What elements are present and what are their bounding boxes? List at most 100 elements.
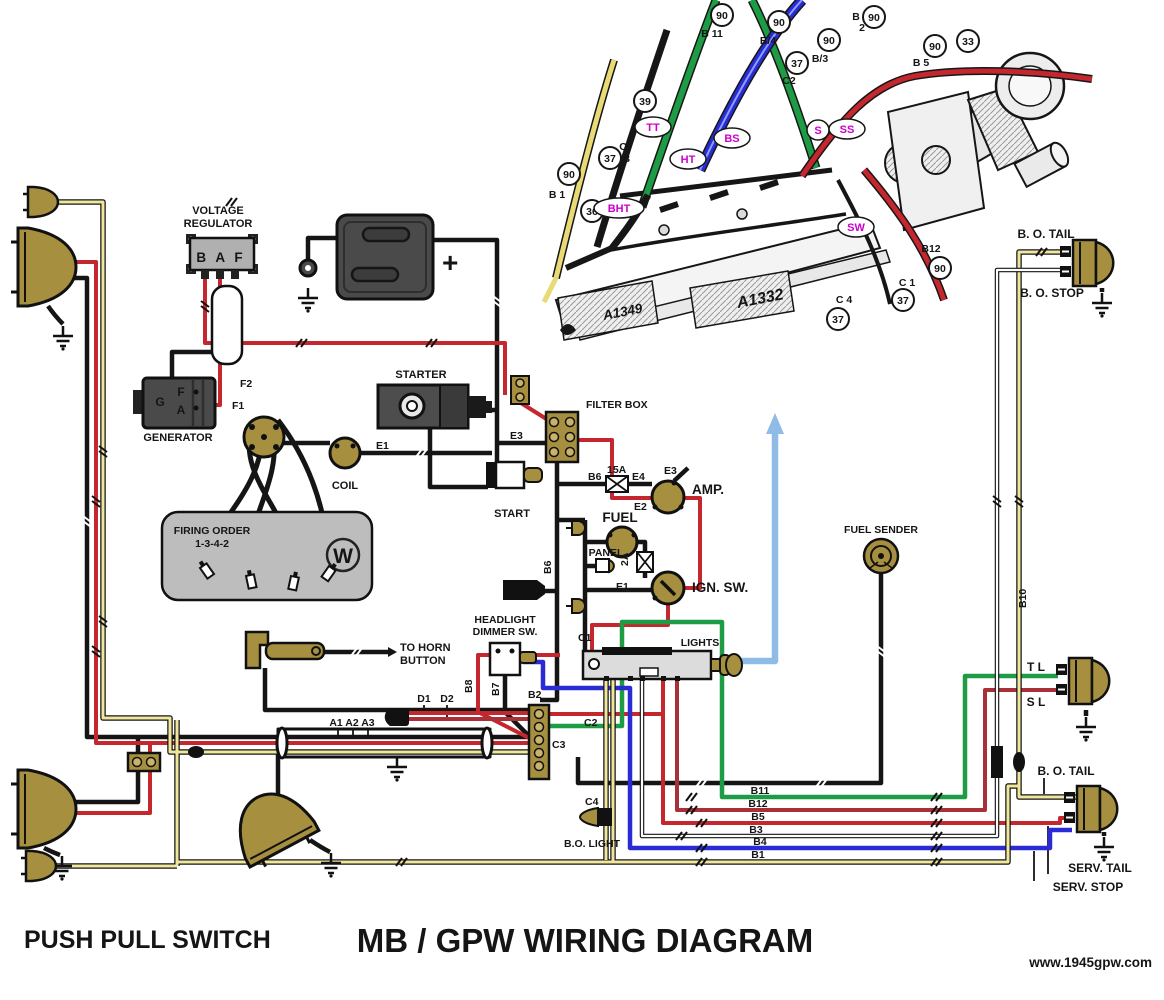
label-firing-order-2: 1-3-4-2 <box>195 538 229 550</box>
horn <box>244 630 326 670</box>
wire-tag-3: 3 <box>624 153 630 165</box>
callout-37: 37 <box>598 146 622 170</box>
label-gen-f: F <box>177 385 184 399</box>
label-start: START <box>494 508 530 520</box>
label-generator: GENERATOR <box>143 432 212 444</box>
steering-column-illustration: A1349 A1332 <box>541 0 1093 341</box>
components: W <box>9 185 1119 883</box>
headlight-left <box>9 226 78 308</box>
wire-tag-C1: C 1 <box>899 277 916 289</box>
label-firing-order: FIRING ORDER <box>174 525 251 537</box>
label-gen-a: A <box>177 403 186 417</box>
titles: PUSH PULL SWITCH MB / GPW WIRING DIAGRAM… <box>24 922 1152 970</box>
junction-block <box>126 751 162 773</box>
label-e4: E4 <box>632 471 645 483</box>
connector-tag-BHT: BHT <box>593 197 645 219</box>
wire-tag-B3: B/3 <box>812 53 829 65</box>
connector-tag-SW: SW <box>837 216 875 238</box>
connector-tag-BS: BS <box>713 127 751 149</box>
fuse-2a <box>636 551 654 573</box>
callout-39: 39 <box>633 89 657 113</box>
wiring-loom <box>210 284 244 366</box>
label-b5: B5 <box>751 811 765 823</box>
label-bo-tail-top: B. O. TAIL <box>1017 227 1074 241</box>
wire-tag-C4: C 4 <box>836 294 853 306</box>
label-a1-a2-a3: A1 A2 A3 <box>329 717 374 729</box>
label-headlight-dimmer: HEADLIGHT <box>474 614 536 626</box>
label-to-horn-2: BUTTON <box>400 655 446 667</box>
label-tl: T L <box>1027 660 1045 674</box>
callout-number: 37 <box>604 153 616 165</box>
label-b2: B2 <box>528 689 542 701</box>
wire-tag-B11: B 11 <box>701 28 723 40</box>
label-e1-coil: E1 <box>376 440 389 452</box>
connector-tag-HT: HT <box>669 148 707 170</box>
wire-tag-C2: C2 <box>782 75 796 87</box>
connector-tag-text: S <box>814 125 821 137</box>
blackout-driving-light <box>578 806 612 828</box>
label-b12: B12 <box>748 798 767 810</box>
coil <box>328 436 362 470</box>
callout-33: 33 <box>956 29 980 53</box>
label-e3-amp: E3 <box>664 465 677 477</box>
callout-37: 37 <box>785 51 809 75</box>
voltage-regulator <box>186 234 258 279</box>
label-battery-plus: + <box>442 247 458 278</box>
label-fuel: FUEL <box>602 510 637 525</box>
callout-90: 90 <box>923 34 947 58</box>
wire-tag-B1: B 1 <box>549 189 566 201</box>
starter-foot-switch <box>486 460 543 490</box>
bo-tail-stop-light-left <box>1058 238 1115 288</box>
labels: VOLTAGE REGULATOR B A F GENERATOR G F A … <box>143 205 1132 894</box>
callout-number: 37 <box>791 58 803 70</box>
label-lights: LIGHTS <box>681 637 720 649</box>
label-headlight-dimmer-2: DIMMER SW. <box>473 626 538 638</box>
label-b10: B10 <box>1017 589 1029 608</box>
dash-terminal-strip <box>527 703 551 781</box>
battery-ground <box>296 286 320 314</box>
main-light-switch <box>581 647 743 681</box>
callout-number: 37 <box>897 295 909 307</box>
label-to-horn: TO HORN <box>400 642 451 654</box>
label-bo-light: B.O. LIGHT <box>564 838 621 850</box>
label-e1-ign: E1 <box>616 581 629 593</box>
label-serv-stop: SERV. STOP <box>1053 880 1123 894</box>
label-b6-vertical: B6 <box>542 560 554 574</box>
label-reg-terminals: B A F <box>196 250 245 265</box>
callout-90: 90 <box>862 5 886 29</box>
label-b11: B11 <box>751 785 770 797</box>
label-sl: S L <box>1027 695 1046 709</box>
headlight-right <box>9 768 78 850</box>
page-title: MB / GPW WIRING DIAGRAM <box>357 922 813 959</box>
callout-90: 90 <box>710 3 734 27</box>
label-b1: B1 <box>751 849 765 861</box>
filter-box <box>510 375 580 464</box>
label-e2: E2 <box>634 501 647 513</box>
label-f1: F1 <box>232 400 244 412</box>
website-link[interactable]: www.1945gpw.com <box>1028 955 1152 970</box>
callout-number: 36 <box>586 206 598 218</box>
label-b8: B8 <box>463 679 475 693</box>
distributor <box>242 415 286 459</box>
blackout-marker-right <box>19 849 58 883</box>
connector-tag-SS: SS <box>828 118 866 140</box>
callout-number: 90 <box>563 169 575 181</box>
ammeter-gauge <box>650 479 686 515</box>
wire-tag-B5: B 5 <box>913 57 930 69</box>
label-amp: AMP. <box>692 482 724 497</box>
wire-tag-B4: B/4 <box>760 35 777 47</box>
headlight-dimmer-switch <box>488 641 537 677</box>
blackout-marker-left <box>21 185 60 219</box>
headlight-spare <box>221 777 324 875</box>
callout-90: 90 <box>557 162 581 186</box>
connector-tag-text: BS <box>724 133 739 145</box>
callout-number: 90 <box>868 12 880 24</box>
label-c4: C4 <box>585 796 599 808</box>
caption-push-pull-switch: PUSH PULL SWITCH <box>24 926 271 954</box>
connector-tag-S: S <box>806 119 830 141</box>
callout-90: 90 <box>817 28 841 52</box>
callout-90: 90 <box>928 256 952 280</box>
callout-number: 90 <box>823 35 835 47</box>
fuel-sender <box>862 537 900 575</box>
